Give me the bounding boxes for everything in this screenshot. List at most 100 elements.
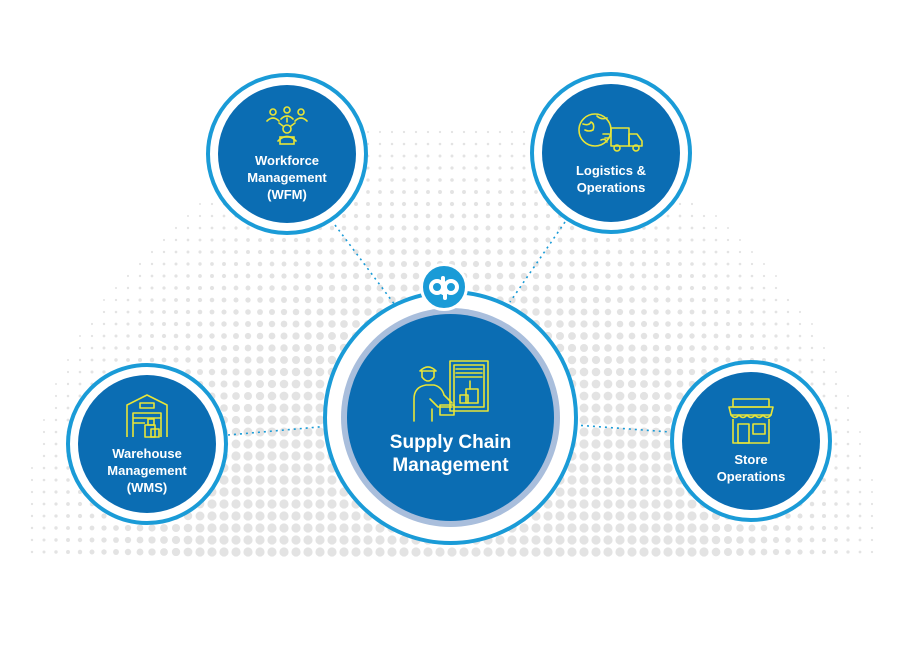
background-dot [846,406,850,410]
background-dot [663,547,673,557]
background-dot [591,415,601,425]
background-dot [413,249,419,255]
background-dot [136,548,144,556]
background-dot [495,535,505,545]
background-dot [328,332,336,340]
background-dot [677,285,683,291]
background-dot [690,226,694,230]
background-dot [399,535,409,545]
background-dot [593,249,599,255]
background-dot [544,296,552,304]
background-dot [231,523,241,533]
background-dot [509,201,515,207]
background-dot [437,237,443,243]
background-dot [339,547,349,557]
background-dot [603,487,613,497]
background-dot [797,513,803,519]
background-dot [676,380,684,388]
background-dot [641,285,647,291]
background-dot [413,237,419,243]
background-dot [834,370,838,374]
background-dot [846,538,850,542]
background-dot [354,202,358,206]
background-dot [174,274,178,278]
background-dot [555,499,565,509]
background-dot [677,309,683,315]
background-dot [234,226,238,230]
background-dot [390,154,394,158]
background-dot [821,501,827,507]
background-dot [627,451,637,461]
background-dot [209,309,215,315]
wms-node[interactable]: Warehouse Management (WMS) [66,363,228,525]
background-dot [821,525,827,531]
background-dot [591,511,601,521]
dp-logo-icon [420,263,468,311]
background-dot [255,475,265,485]
wfm-node[interactable]: Workforce Management (WFM) [206,73,368,235]
background-dot [462,142,466,146]
background-dot [472,284,480,292]
background-dot [210,262,214,266]
background-dot [149,345,155,351]
background-dot [233,297,239,303]
background-dot [713,345,719,351]
background-dot [245,297,251,303]
background-dot [114,298,118,302]
background-dot [798,370,802,374]
background-dot [532,272,540,280]
background-dot [579,523,589,533]
background-dot [786,346,790,350]
background-dot [579,535,589,545]
store-node[interactable]: Store Operations [670,360,832,522]
background-dot [303,451,313,461]
logistics-label-line2: Operations [576,180,646,195]
logistics-node[interactable]: Logistics & Operations [530,72,692,234]
background-dot [762,322,766,326]
background-dot [627,439,637,449]
background-dot [243,547,253,557]
background-dot [438,178,442,182]
background-dot [233,285,239,291]
background-dot [126,322,130,326]
background-dot [389,249,395,255]
background-dot [628,320,636,328]
background-dot [593,261,599,267]
supply-chain-node[interactable]: Supply Chain Management [323,290,578,545]
background-dot [834,394,838,398]
background-dot [209,345,215,351]
background-dot [579,475,589,485]
background-dot [291,367,301,377]
background-dot [185,333,191,339]
background-dot [450,178,454,182]
background-dot [291,439,301,449]
background-dot [244,332,252,340]
background-dot [533,213,539,219]
background-dot [279,415,289,425]
background-dot [245,321,251,327]
background-dot [497,201,503,207]
background-dot [219,499,229,509]
background-dot [365,237,371,243]
background-dot [736,524,744,532]
background-dot [366,130,370,134]
background-dot [198,202,202,206]
background-dot [363,523,373,533]
background-dot [797,525,803,531]
background-dot [375,535,385,545]
background-dot [834,490,838,494]
background-dot [834,454,838,458]
background-dot [653,309,659,315]
background-dot [303,523,313,533]
background-dot [760,524,768,532]
background-dot [101,513,107,519]
background-dot [639,475,649,485]
background-dot [244,380,252,388]
background-dot [651,511,661,521]
background-dot [785,549,791,555]
background-dot [702,238,706,242]
background-dot [197,309,203,315]
background-dot [557,261,563,267]
background-dot [150,274,154,278]
background-dot [711,523,721,533]
